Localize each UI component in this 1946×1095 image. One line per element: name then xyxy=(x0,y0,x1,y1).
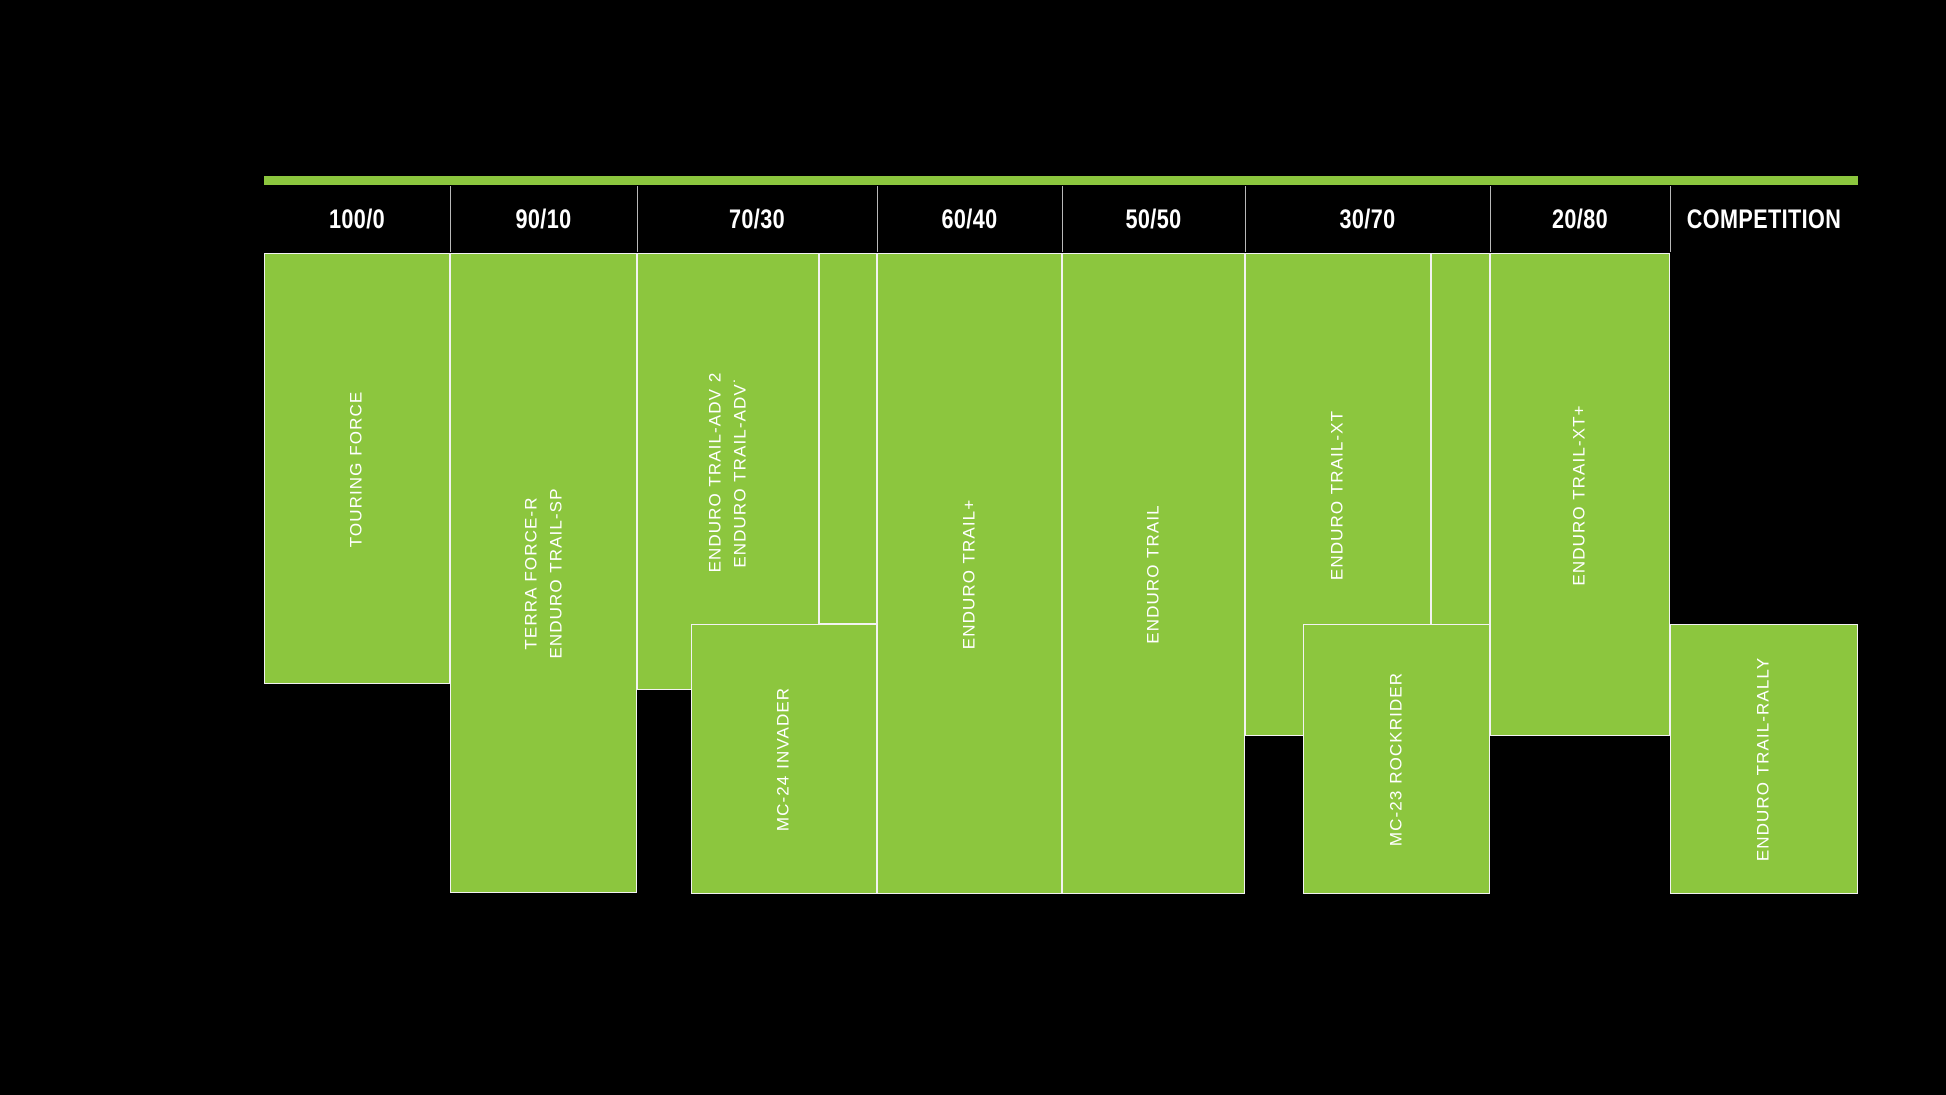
bar-enduro-trail-xt-plus-label: ENDURO TRAIL-XT+ xyxy=(1569,403,1589,586)
header-cell-col-30-70[interactable]: 30/70 xyxy=(1339,203,1396,234)
bar-30-70-upper-right[interactable] xyxy=(1431,253,1490,625)
bar-mc-23-rockrider-label: MC-23 ROCKRIDER xyxy=(1386,671,1406,847)
header-divider-0 xyxy=(450,186,451,252)
bar-enduro-trail-adv2-adv-label: ENDURO TRAIL-ADV 2 ENDURO TRAIL-ADV˙ xyxy=(705,371,749,572)
bar-enduro-trail-adv2-adv[interactable]: ENDURO TRAIL-ADV 2 ENDURO TRAIL-ADV˙ xyxy=(637,253,819,690)
bar-70-30-upper-right[interactable] xyxy=(819,253,877,624)
bar-enduro-trail-xt-plus[interactable]: ENDURO TRAIL-XT+ xyxy=(1490,253,1670,736)
header-cell-col-100-0[interactable]: 100/0 xyxy=(328,203,386,234)
header-divider-1 xyxy=(637,186,638,252)
header-divider-4 xyxy=(1245,186,1246,252)
bar-enduro-trail-label: ENDURO TRAIL xyxy=(1143,503,1163,644)
header-cell-col-70-30[interactable]: 70/30 xyxy=(728,203,786,234)
bar-touring-force-label: TOURING FORCE xyxy=(346,390,366,547)
bar-terra-force-r-enduro-trail-sp-label: TERRA FORCE-R ENDURO TRAIL-SP xyxy=(520,487,565,659)
bar-mc-23-rockrider[interactable]: MC-23 ROCKRIDER xyxy=(1303,624,1490,894)
header-cell-col-20-80[interactable]: 20/80 xyxy=(1551,203,1609,234)
header-divider-2 xyxy=(877,186,878,252)
header-divider-6 xyxy=(1670,186,1671,252)
header-cell-col-50-50[interactable]: 50/50 xyxy=(1125,203,1182,234)
header-divider-5 xyxy=(1490,186,1491,252)
bar-enduro-trail-xt-label: ENDURO TRAIL-XT xyxy=(1327,409,1347,580)
bar-enduro-trail-plus[interactable]: ENDURO TRAIL+ xyxy=(877,253,1062,894)
header-cell-col-competition[interactable]: COMPETITION xyxy=(1686,203,1842,234)
bar-enduro-trail[interactable]: ENDURO TRAIL xyxy=(1062,253,1245,894)
header-divider-3 xyxy=(1062,186,1063,252)
bar-terra-force-r-enduro-trail-sp[interactable]: TERRA FORCE-R ENDURO TRAIL-SP xyxy=(450,253,637,893)
bar-enduro-trail-rally-label: ENDURO TRAIL-RALLY xyxy=(1753,656,1773,862)
header-cell-col-90-10[interactable]: 90/10 xyxy=(515,203,572,234)
bar-enduro-trail-plus-label: ENDURO TRAIL+ xyxy=(959,498,979,649)
header-row: 100/0 90/10 70/30 60/40 50/50 30/70 20/80 COMPE… xyxy=(0,186,1946,252)
bar-touring-force[interactable]: TOURING FORCE xyxy=(264,253,450,684)
bar-mc-24-invader[interactable]: MC-24 INVADER xyxy=(691,624,877,894)
top-accent-rule xyxy=(264,176,1858,185)
bar-mc-24-invader-label: MC-24 INVADER xyxy=(773,686,793,832)
bar-enduro-trail-rally[interactable]: ENDURO TRAIL-RALLY xyxy=(1670,624,1858,894)
header-cell-col-60-40[interactable]: 60/40 xyxy=(941,203,998,234)
